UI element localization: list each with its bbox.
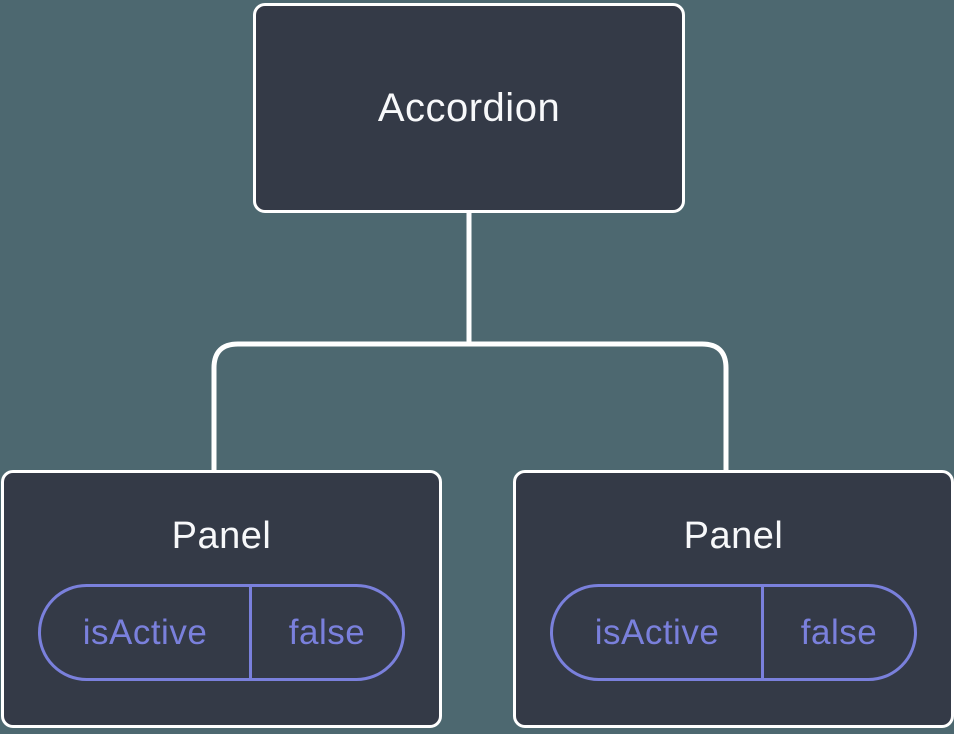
connector-bracket bbox=[211, 341, 729, 470]
state-value: false bbox=[800, 612, 878, 652]
state-key: isActive bbox=[553, 587, 764, 678]
state-value: false bbox=[288, 612, 366, 652]
node-panel-right-label: Panel bbox=[683, 515, 784, 557]
node-accordion-label: Accordion bbox=[377, 85, 561, 130]
node-panel-left: Panel isActive false bbox=[1, 470, 442, 728]
node-panel-left-label: Panel bbox=[171, 515, 272, 557]
state-pill: isActive false bbox=[550, 584, 917, 681]
state-key: isActive bbox=[41, 587, 252, 678]
node-accordion: Accordion bbox=[253, 3, 685, 213]
node-panel-right: Panel isActive false bbox=[513, 470, 954, 728]
state-pill: isActive false bbox=[38, 584, 405, 681]
